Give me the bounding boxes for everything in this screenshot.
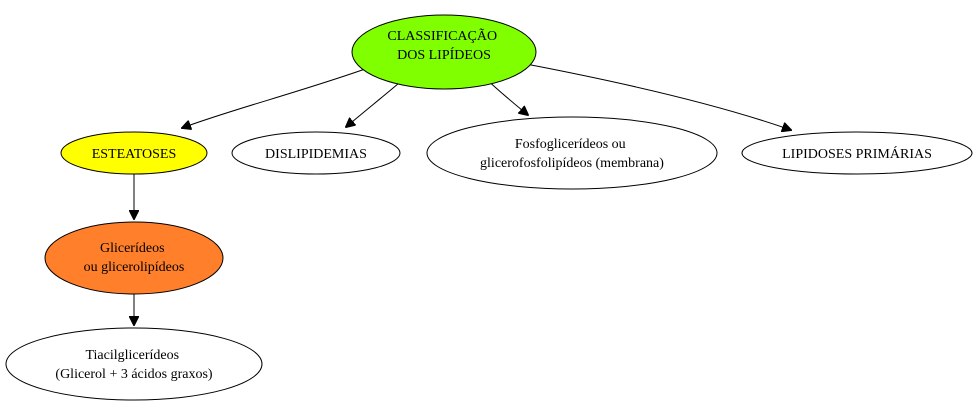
node-label-line: ESTEATOSES bbox=[92, 147, 177, 162]
svg-text:Glicerídeos ou gliceroli: Glicerídeos ou glicerolipídeos bbox=[84, 241, 185, 275]
edge-root-to-dislipidemias bbox=[346, 77, 406, 127]
node-dislipidemias[interactable]: DISLIPIDEMIAS bbox=[231, 131, 401, 175]
node-shape bbox=[44, 221, 224, 295]
node-label-line: DOS LIPÍDEOS bbox=[397, 46, 491, 63]
node-label-line: LIPIDOSES PRIMÁRIAS bbox=[782, 145, 932, 162]
node-label-line: ou glicerolipídeos bbox=[84, 260, 185, 275]
node-shape bbox=[351, 14, 537, 90]
node-label-line: Fosfoglicerídeos ou bbox=[515, 137, 626, 152]
node-shape bbox=[426, 116, 718, 190]
svg-text:Fosfoglicerídeos ou glic: Fosfoglicerídeos ou glicerofosfolipídeos… bbox=[480, 137, 664, 171]
svg-text:LIPIDOSES PRIMÁRIAS: LIPIDOSES PRIMÁRIAS bbox=[782, 145, 932, 162]
node-shape bbox=[60, 131, 208, 175]
edges bbox=[134, 63, 791, 325]
edge-root-to-lipidoses bbox=[525, 63, 791, 130]
svg-text:CLASSIFICAÇÃO DOS LIPÍDE: CLASSIFICAÇÃO DOS LIPÍDEOS bbox=[387, 28, 500, 63]
node-lipidoses-primarias[interactable]: LIPIDOSES PRIMÁRIAS bbox=[741, 131, 973, 175]
node-classificacao-dos-lipideos[interactable]: CLASSIFICAÇÃO DOS LIPÍDEOS bbox=[351, 14, 537, 90]
node-label-line: Glicerídeos bbox=[100, 241, 165, 256]
edge-root-to-esteatoses bbox=[182, 67, 369, 128]
node-glicerideos[interactable]: Glicerídeos ou glicerolipídeos bbox=[44, 221, 224, 295]
node-triacilglicerideos[interactable]: Tiacilglicerídeos (Glicerol + 3 ácidos g… bbox=[5, 327, 263, 401]
svg-text:DISLIPIDEMIAS: DISLIPIDEMIAS bbox=[265, 147, 367, 162]
node-label-line: Tiacilglicerídeos bbox=[85, 348, 179, 363]
node-shape bbox=[741, 131, 973, 175]
node-shape bbox=[5, 327, 263, 401]
node-shape bbox=[231, 131, 401, 175]
node-label-line: (Glicerol + 3 ácidos graxos) bbox=[55, 367, 213, 382]
node-esteatoses[interactable]: ESTEATOSES bbox=[60, 131, 208, 175]
node-label-line: DISLIPIDEMIAS bbox=[265, 147, 367, 162]
node-label-line: CLASSIFICAÇÃO bbox=[387, 28, 497, 44]
node-fosfoglicerideos[interactable]: Fosfoglicerídeos ou glicerofosfolipídeos… bbox=[426, 116, 718, 190]
svg-text:ESTEATOSES: ESTEATOSES bbox=[92, 147, 177, 162]
svg-text:Tiacilglicerídeos (Glice: Tiacilglicerídeos (Glicerol + 3 ácidos g… bbox=[55, 348, 213, 382]
node-label-line: glicerofosfolipídeos (membrana) bbox=[480, 156, 664, 171]
